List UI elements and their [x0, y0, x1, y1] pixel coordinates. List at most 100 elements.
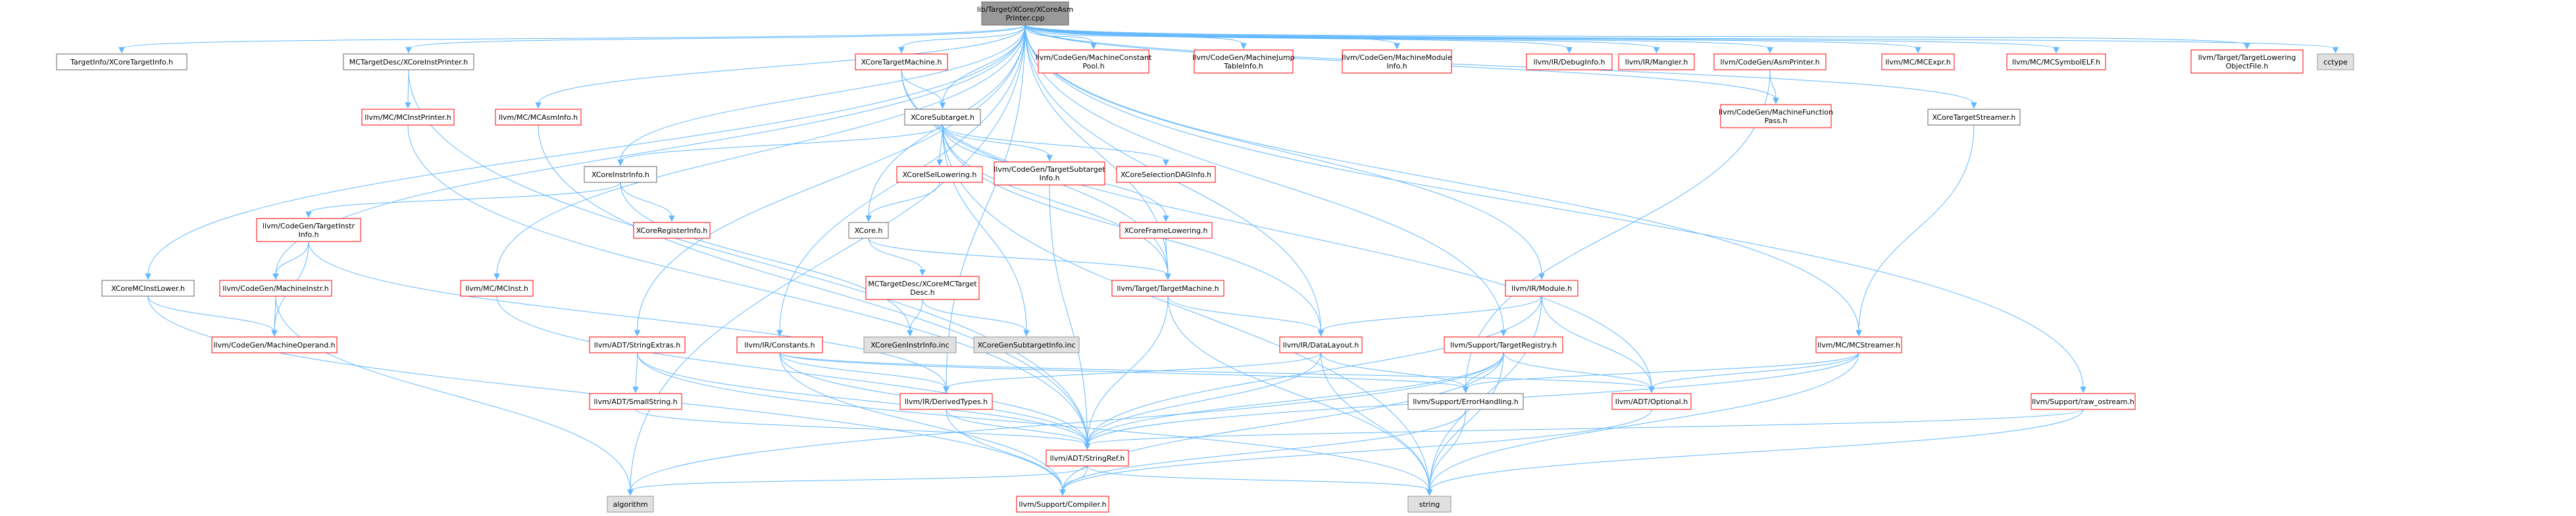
node-label: llvm/IR/DebugInfo.h	[1534, 58, 1605, 66]
node-registerinfo[interactable]: XCoreRegisterInfo.h	[633, 222, 711, 239]
node-label: llvm/ADT/Optional.h	[1615, 398, 1688, 406]
node-label: Info.h	[298, 230, 318, 239]
node-rawostream[interactable]: llvm/Support/raw_ostream.h	[2031, 393, 2136, 410]
node-box	[1407, 496, 1452, 513]
node-label: llvm/CodeGen/AsmPrinter.h	[1720, 58, 1819, 66]
dependency-edge	[1856, 124, 1975, 337]
node-mangler[interactable]: llvm/IR/Mangler.h	[1618, 53, 1695, 70]
node-label: TableInfo.h	[1223, 62, 1263, 70]
dependency-edge	[1317, 296, 1542, 337]
node-datalayout[interactable]: llvm/IR/DataLayout.h	[1279, 336, 1363, 353]
node-gensubtargetinfo[interactable]: XCoreGenSubtargetInfo.inc	[973, 336, 1080, 353]
dependency-edge	[1648, 352, 1859, 394]
dependency-edge	[1049, 184, 1091, 450]
node-mcstreamer[interactable]: llvm/MC/MCStreamer.h	[1815, 336, 1902, 353]
dependency-edge	[868, 238, 926, 276]
node-label: XCore.h	[855, 226, 883, 235]
node-targetinfo[interactable]: TargetInfo/XCoreTargetInfo.h	[56, 53, 188, 70]
node-mcinstprinter_x[interactable]: MCTargetDesc/XCoreInstPrinter.h	[343, 53, 474, 70]
node-optional[interactable]: llvm/ADT/Optional.h	[1611, 393, 1692, 410]
node-derivedtypes[interactable]: llvm/IR/DerivedTypes.h	[899, 393, 993, 410]
node-targetmachine[interactable]: llvm/Target/TargetMachine.h	[1111, 280, 1225, 297]
dependency-edge	[943, 352, 1321, 394]
dependency-edge	[901, 69, 946, 109]
node-label: Pass.h	[1765, 116, 1788, 125]
dependency-edge	[1084, 409, 2084, 450]
node-targetregistry[interactable]: llvm/Support/TargetRegistry.h	[1444, 336, 1563, 353]
node-label: algorithm	[613, 500, 647, 509]
node-box	[1611, 393, 1692, 410]
node-mcasminfo[interactable]: llvm/MC/MCAsmInfo.h	[495, 109, 582, 126]
node-targetstreamer[interactable]: XCoreTargetStreamer.h	[1927, 109, 2021, 126]
node-algorithm[interactable]: algorithm	[607, 496, 654, 513]
node-box	[1927, 109, 2021, 126]
node-box	[1111, 280, 1225, 297]
node-mcinstlower[interactable]: XCoreMCInstLower.h	[101, 280, 195, 297]
dependency-edge	[637, 352, 1091, 450]
node-seldag[interactable]: XCoreSelectionDAGInfo.h	[1116, 166, 1216, 183]
node-machineinstr[interactable]: llvm/CodeGen/MachineInstr.h	[219, 280, 332, 297]
node-cctype[interactable]: cctype	[2317, 53, 2354, 70]
node-geninstrinfo[interactable]: XCoreGenInstrInfo.inc	[863, 336, 957, 353]
dependency-edge	[1503, 352, 1655, 394]
node-label: llvm/MC/MCInstPrinter.h	[365, 113, 451, 122]
node-errorhandling[interactable]: llvm/Support/ErrorHandling.h	[1407, 393, 1524, 410]
node-box	[1194, 49, 1294, 74]
node-label: cctype	[2323, 58, 2348, 66]
node-debuginfo[interactable]: llvm/IR/DebugInfo.h	[1526, 53, 1613, 70]
node-mcexpr[interactable]: llvm/MC/MCExpr.h	[1881, 53, 1955, 70]
node-stringextras[interactable]: llvm/ADT/StringExtras.h	[589, 336, 686, 353]
node-subtarget[interactable]: XCoreSubtarget.h	[904, 109, 981, 126]
node-asmprinter[interactable]: llvm/CodeGen/AsmPrinter.h	[1713, 53, 1827, 70]
node-framelowering[interactable]: XCoreFrameLowering.h	[1119, 222, 1213, 239]
node-xcoreh[interactable]: XCore.h	[848, 222, 889, 239]
node-label: llvm/MC/MCExpr.h	[1885, 58, 1951, 66]
node-label: llvm/MC/MCInst.h	[465, 284, 528, 293]
node-label: llvm/Support/TargetRegistry.h	[1450, 341, 1557, 349]
node-label: llvm/Target/TargetLowering	[2198, 53, 2296, 62]
node-xcoretargetmachine[interactable]: XCoreTargetMachine.h	[855, 53, 948, 70]
node-box	[899, 393, 993, 410]
node-irconstants[interactable]: llvm/IR/Constants.h	[736, 336, 823, 353]
node-compiler[interactable]: llvm/Support/Compiler.h	[1016, 496, 1109, 513]
node-box	[1444, 336, 1563, 353]
dependency-edge	[1426, 409, 1466, 496]
node-mcsymbolelf[interactable]: llvm/MC/MCSymbolELF.h	[2006, 53, 2106, 70]
node-label: XCoreSubtarget.h	[911, 113, 974, 122]
node-box	[2317, 53, 2354, 70]
dependency-edge	[1024, 24, 2339, 54]
node-string[interactable]: string	[1407, 496, 1452, 513]
node-label: llvm/ADT/StringExtras.h	[594, 341, 681, 349]
node-machineoperand[interactable]: llvm/CodeGen/MachineOperand.h	[211, 336, 338, 353]
node-stringref[interactable]: llvm/ADT/StringRef.h	[1046, 450, 1129, 467]
node-instrinfo[interactable]: XCoreInstrInfo.h	[584, 166, 657, 183]
dependency-edge	[145, 24, 1026, 280]
dependency-edge	[1024, 24, 1921, 54]
node-label: string	[1419, 500, 1440, 509]
node-label: lib/Target/XCore/XCoreAsm	[977, 5, 1074, 14]
node-label: llvm/CodeGen/TargetSubtarget	[994, 165, 1105, 174]
node-label: llvm/Support/raw_ostream.h	[2032, 398, 2134, 406]
node-mcinst[interactable]: llvm/MC/MCInst.h	[460, 280, 534, 297]
node-label: Info.h	[1039, 174, 1059, 182]
node-label: Pool.h	[1082, 62, 1104, 70]
node-label: llvm/Support/Compiler.h	[1019, 500, 1106, 509]
dependency-edge	[408, 69, 1091, 450]
node-isellowering[interactable]: XCoreISelLowering.h	[896, 166, 983, 183]
dependency-edge	[868, 238, 1171, 280]
node-label: llvm/CodeGen/TargetInstr	[263, 222, 355, 230]
node-llvm_mcinstprinter[interactable]: llvm/MC/MCInstPrinter.h	[361, 109, 455, 126]
node-smallstring[interactable]: llvm/ADT/SmallString.h	[589, 393, 682, 410]
dependency-edge	[1024, 24, 1660, 54]
node-box	[896, 166, 983, 183]
node-irmodule[interactable]: llvm/IR/Module.h	[1505, 280, 1578, 297]
